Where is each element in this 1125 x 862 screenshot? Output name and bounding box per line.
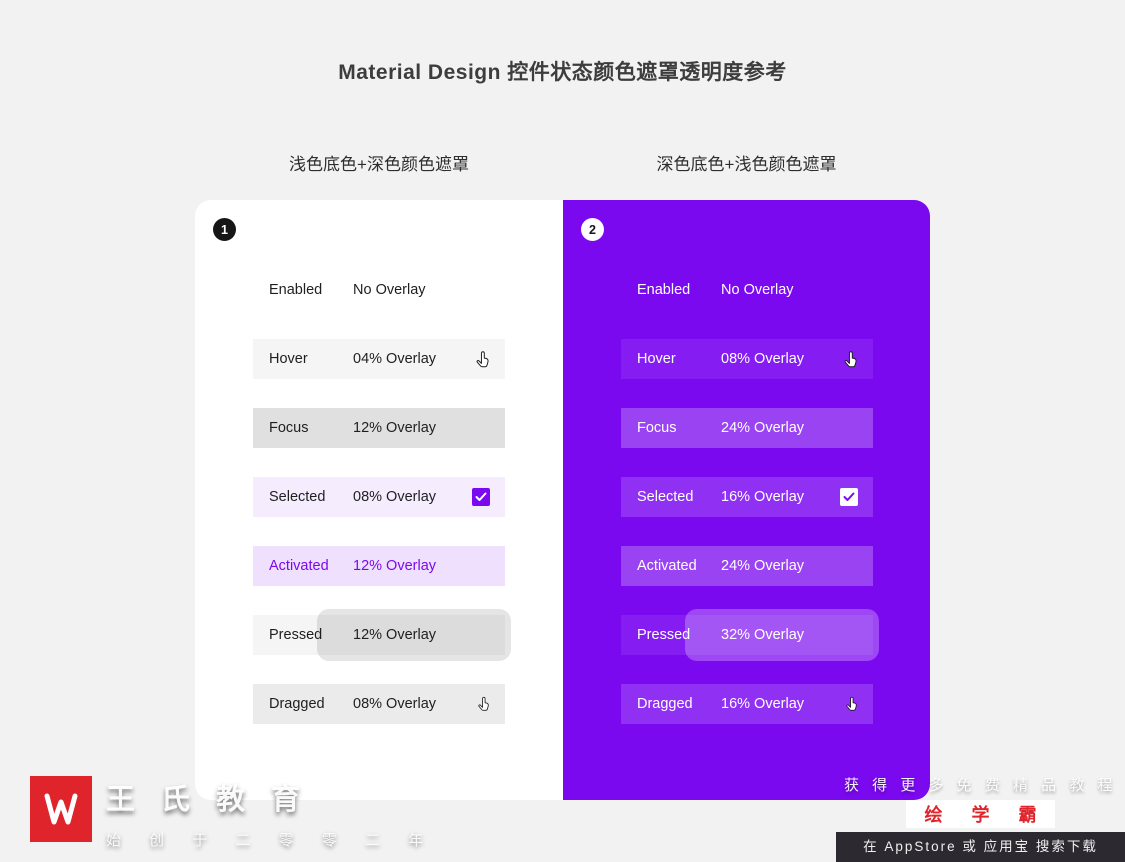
state-label: Activated [637,558,697,574]
watermark-left: 王 氏 教 育 始 创 于 二 零 零 二 年 [30,776,435,850]
state-label: Dragged [637,696,693,712]
overlay-value: 16% Overlay [721,696,805,712]
state-row-focus: Focus 12% Overlay [253,408,505,448]
overlay-value: 32% Overlay [721,627,805,643]
panels-container: 1 Enabled No Overlay Hover 04% Overlay F… [195,200,930,800]
state-label: Pressed [637,627,691,643]
state-row-hover: Hover 08% Overlay [621,339,873,379]
overlay-value: 16% Overlay [721,489,805,505]
brand-name: 王 氏 教 育 [106,784,310,816]
overlay-value: 24% Overlay [721,558,805,574]
promo-text: 获 得 更 多 免 费 精 品 教 程 [843,777,1117,794]
dark-rows: Enabled No Overlay Hover 08% Overlay Foc… [621,270,879,753]
state-row-activated: Activated 12% Overlay [253,546,505,586]
overlay-value: 08% Overlay [721,351,805,367]
state-label: Hover [269,351,308,367]
overlay-value: 12% Overlay [353,558,437,574]
cursor-hand-icon [843,350,858,368]
watermark-right: 获 得 更 多 免 费 精 品 教 程 绘 学 霸 在 AppStore 或 应… [836,774,1125,862]
state-label: Enabled [269,282,323,298]
state-row-pressed: Pressed 12% Overlay [253,609,511,661]
state-row-selected: Selected 16% Overlay [621,477,873,517]
state-row-pressed: Pressed 32% Overlay [621,609,879,661]
state-label: Activated [269,558,329,574]
state-label: Selected [269,489,326,505]
page-title: Material Design 控件状态颜色遮罩透明度参考 [338,61,787,84]
overlay-value: 24% Overlay [721,420,805,436]
drag-hand-icon [477,696,490,712]
state-row-dragged: Dragged 16% Overlay [621,684,873,724]
state-row-focus: Focus 24% Overlay [621,408,873,448]
state-label: Enabled [637,282,691,298]
state-label: Focus [637,420,677,436]
state-label: Dragged [269,696,325,712]
state-label: Hover [637,351,676,367]
badge-number-2: 2 [581,218,604,241]
state-row-activated: Activated 24% Overlay [621,546,873,586]
checkbox-checked-icon [840,488,858,506]
state-row-dragged: Dragged 08% Overlay [253,684,505,724]
overlay-value: 08% Overlay [353,489,437,505]
column-header-light: 浅色底色+深色颜色遮罩 [289,155,469,174]
overlay-value: 04% Overlay [353,351,437,367]
state-label: Pressed [269,627,323,643]
dark-panel: 2 Enabled No Overlay Hover 08% Overlay F… [563,200,930,800]
cursor-hand-icon [475,350,490,368]
state-row-hover: Hover 04% Overlay [253,339,505,379]
state-row-enabled: Enabled No Overlay [621,270,873,310]
overlay-value: 08% Overlay [353,696,437,712]
state-row-selected: Selected 08% Overlay [253,477,505,517]
state-row-enabled: Enabled No Overlay [253,270,505,310]
overlay-value: No Overlay [721,282,794,298]
promo-brand-name: 绘 学 霸 [906,800,1055,828]
state-label: Focus [269,420,309,436]
drag-hand-icon [845,696,858,712]
badge-number-1: 1 [213,218,236,241]
watermark-text: 王 氏 教 育 始 创 于 二 零 零 二 年 [106,776,435,850]
brand-slogan: 始 创 于 二 零 零 二 年 [106,832,436,849]
light-panel: 1 Enabled No Overlay Hover 04% Overlay F… [195,200,563,800]
state-label: Selected [637,489,694,505]
wangshi-logo-icon [30,776,92,842]
overlay-value: 12% Overlay [353,420,437,436]
promo-download-text: 在 AppStore 或 应用宝 搜索下载 [836,832,1125,862]
overlay-value: No Overlay [353,282,426,298]
column-header-dark: 深色底色+浅色颜色遮罩 [656,155,837,174]
light-rows: Enabled No Overlay Hover 04% Overlay Foc… [253,270,511,753]
overlay-value: 12% Overlay [353,627,437,643]
checkbox-checked-icon [472,488,490,506]
